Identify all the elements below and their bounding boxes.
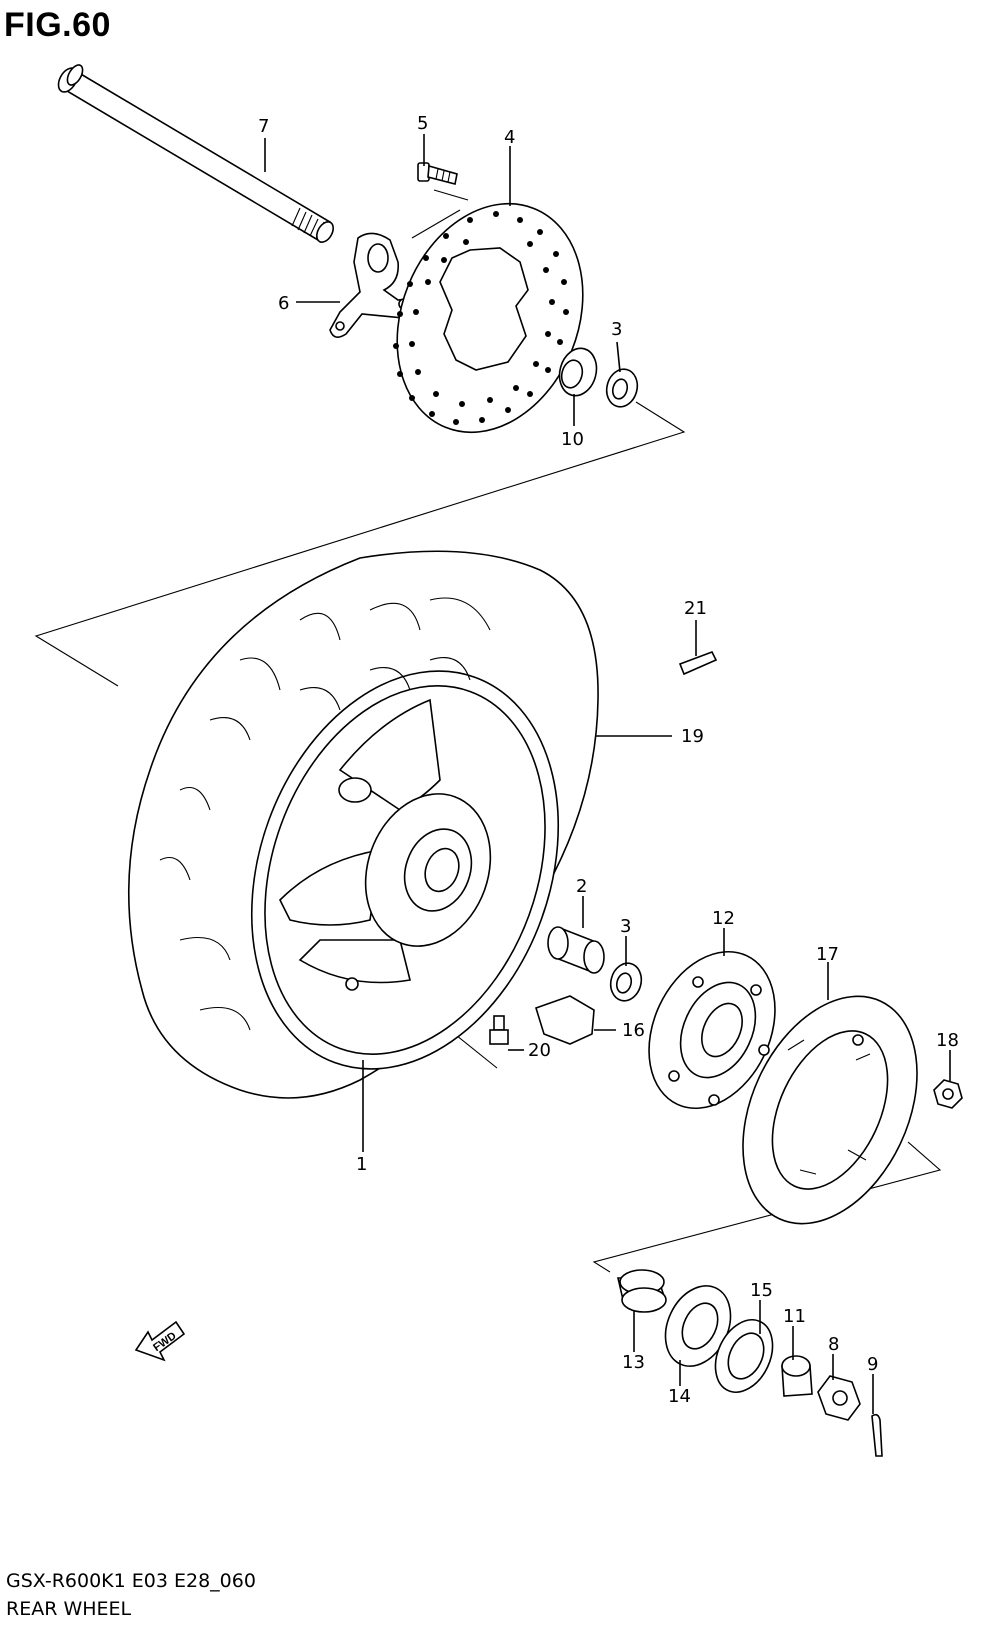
spacer-2: [547, 926, 605, 974]
callout-10: 10: [561, 429, 584, 450]
spacer-upper: [558, 347, 598, 397]
spacer-11: [781, 1355, 813, 1397]
rear-axle: [57, 64, 334, 243]
oil-seal: [714, 1319, 774, 1393]
cotter-pin: [871, 1413, 883, 1457]
fwd-arrow-icon: FWD: [134, 1320, 186, 1362]
callout-9: 9: [867, 1354, 878, 1375]
callout-7: 7: [258, 116, 269, 137]
callout-1: 1: [356, 1154, 367, 1175]
callouts: 7 5 4 6 3 10 21 19 2 3 12 17 18 16 20 1 …: [258, 113, 959, 1407]
callout-8: 8: [828, 1334, 839, 1355]
callout-20: 20: [528, 1040, 551, 1061]
axle-nut: [817, 1375, 861, 1421]
balance-weight: [678, 650, 718, 676]
sprocket-drum: [648, 950, 776, 1110]
leader-lines: [264, 134, 951, 1414]
callout-14: 14: [668, 1386, 691, 1407]
callout-2: 2: [576, 876, 587, 897]
bearing-upper: [605, 368, 639, 408]
brake-disc: [393, 202, 584, 434]
callout-5: 5: [417, 113, 428, 134]
spacer-13: [616, 1269, 667, 1313]
rear-wheel: [127, 550, 599, 1099]
fig-title: FIG.60: [4, 6, 111, 44]
callout-3-upper: 3: [611, 319, 622, 340]
callout-15: 15: [750, 1280, 773, 1301]
callout-11: 11: [783, 1306, 806, 1327]
callout-13: 13: [622, 1352, 645, 1373]
rear-sprocket: [742, 995, 918, 1225]
callout-12: 12: [712, 908, 735, 929]
callout-3-lower: 3: [620, 916, 631, 937]
model-code: GSX-R600K1 E03 E28_060: [6, 1570, 256, 1592]
bearing-lower: [609, 962, 643, 1002]
callout-16: 16: [622, 1020, 645, 1041]
tire-valve: [489, 1015, 509, 1045]
callout-18: 18: [936, 1030, 959, 1051]
bolt: [417, 162, 458, 185]
callout-6: 6: [278, 293, 289, 314]
section-title: REAR WHEEL: [6, 1598, 132, 1620]
callout-19: 19: [681, 726, 704, 747]
sprocket-nut: [933, 1079, 963, 1109]
sprocket-cushion: [535, 995, 595, 1045]
callout-17: 17: [816, 944, 839, 965]
callout-21: 21: [684, 598, 707, 619]
callout-4: 4: [504, 127, 515, 148]
